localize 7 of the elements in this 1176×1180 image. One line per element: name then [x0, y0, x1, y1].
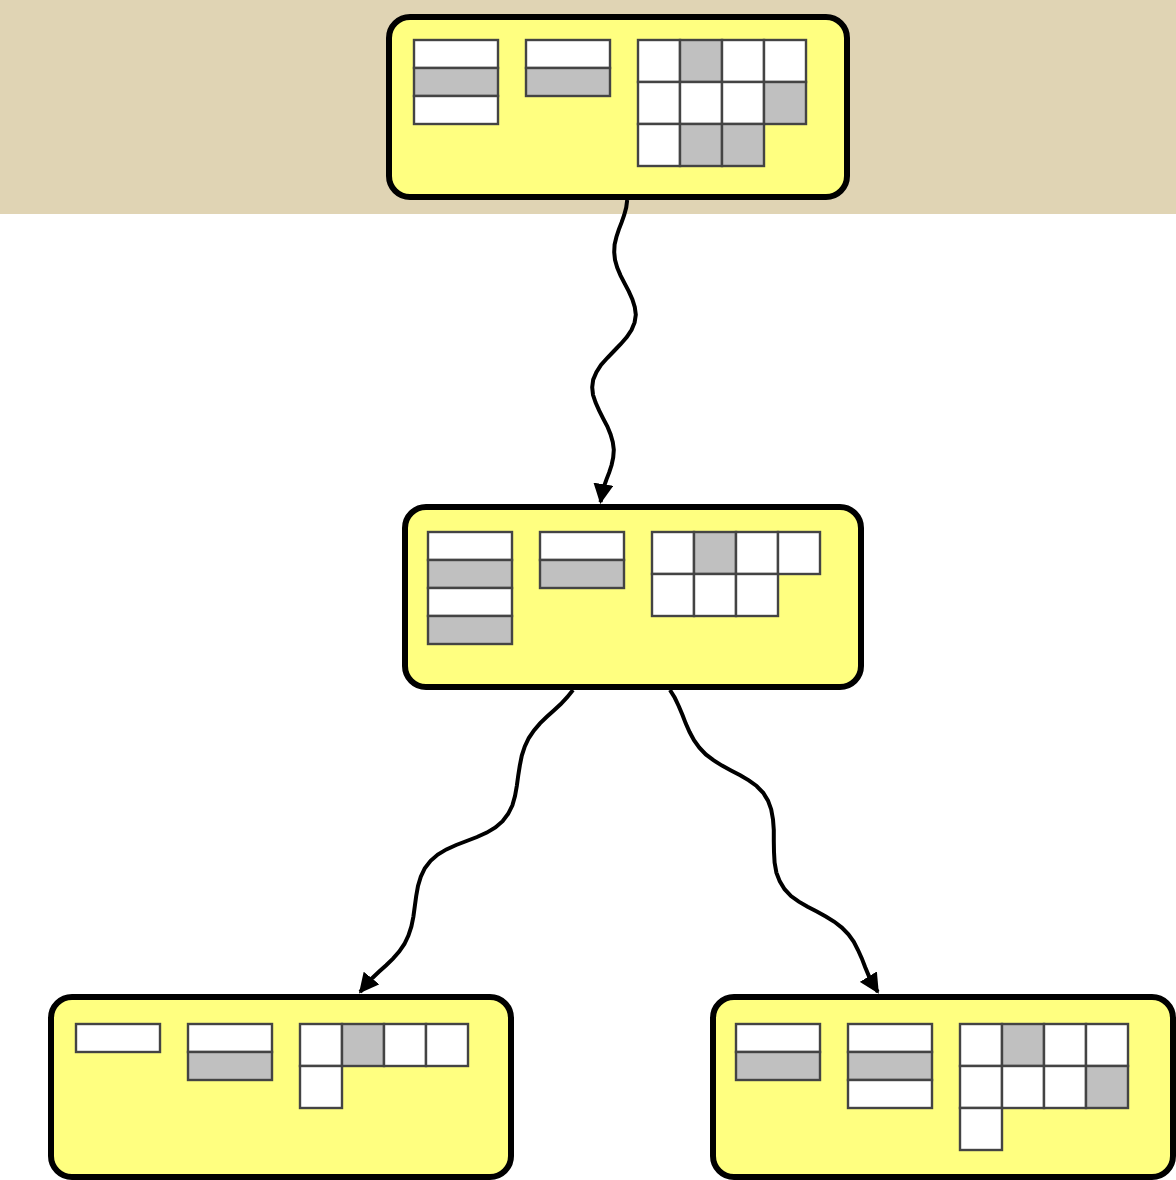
- process-box: [386, 14, 850, 200]
- process-box: [402, 504, 864, 690]
- wavy-arrow: [590, 199, 638, 504]
- process-box: [710, 994, 1176, 1180]
- wavy-arrow: [358, 688, 575, 994]
- wavy-arrow: [668, 688, 880, 994]
- process-box: [48, 994, 514, 1180]
